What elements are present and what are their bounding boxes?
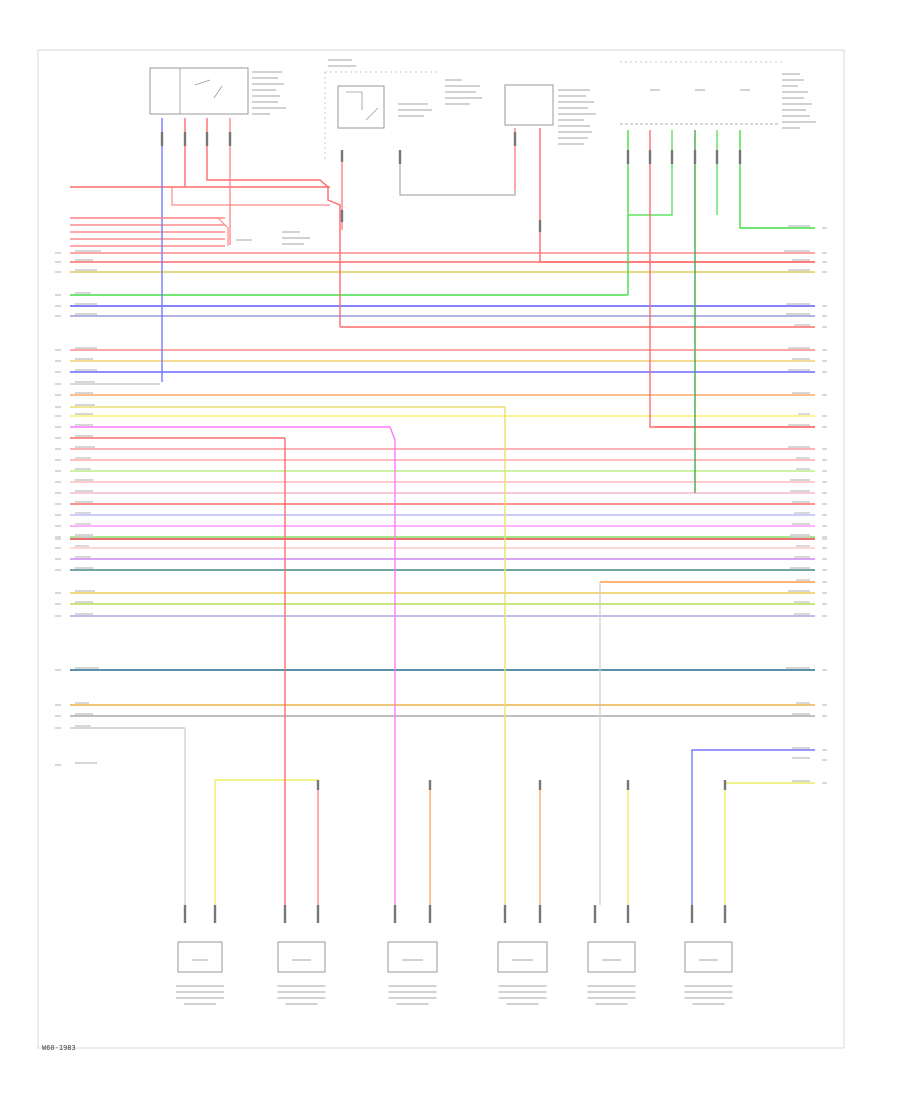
connector-pin xyxy=(428,905,432,923)
diagram-code: W60-1983 xyxy=(42,1044,76,1052)
wire xyxy=(70,217,229,246)
connector-pin xyxy=(693,150,697,164)
wire xyxy=(206,118,341,327)
wire xyxy=(739,130,815,229)
connector-pin xyxy=(183,132,187,146)
connector-pin xyxy=(503,905,507,923)
bottom-component-box xyxy=(497,941,548,973)
bottom-components xyxy=(176,941,733,1005)
wire xyxy=(649,130,815,428)
connector-pin xyxy=(626,150,630,164)
bottom-component-box xyxy=(587,941,636,973)
connector-pin xyxy=(593,905,597,923)
wire xyxy=(691,749,815,905)
left-labels xyxy=(55,250,101,766)
bottom-component-box xyxy=(684,941,733,973)
bottom-component-box xyxy=(387,941,438,973)
top-right-connector xyxy=(620,61,816,129)
connector-pin xyxy=(183,905,187,923)
connector-pin xyxy=(626,905,630,923)
connector-pin xyxy=(340,150,344,162)
relay-component xyxy=(324,59,438,160)
connector-markers xyxy=(160,132,742,923)
connector-pin xyxy=(513,132,517,146)
connector-pin xyxy=(428,780,432,790)
wire xyxy=(214,779,318,905)
connector-pin xyxy=(538,220,542,232)
connector-pin xyxy=(316,780,320,790)
connector-pin xyxy=(316,905,320,923)
wire xyxy=(389,426,396,905)
diagram-frame xyxy=(37,49,845,1049)
connector-pin xyxy=(670,150,674,164)
top-left-module xyxy=(149,67,286,115)
bottom-component-box xyxy=(177,941,223,973)
connector-pin xyxy=(283,905,287,923)
wire xyxy=(539,128,815,263)
connector-pin xyxy=(690,905,694,923)
center-top-component xyxy=(399,79,596,196)
connector-pin xyxy=(715,150,719,164)
connector-pin xyxy=(626,780,630,790)
splice-label xyxy=(236,231,310,245)
connector-pin xyxy=(398,150,402,164)
connector-pin xyxy=(738,150,742,164)
wire xyxy=(724,782,815,905)
connector-pin xyxy=(648,150,652,164)
connector-pin xyxy=(723,905,727,923)
connector-pin xyxy=(228,132,232,146)
connector-pin xyxy=(160,132,164,146)
connector-pin xyxy=(538,780,542,790)
bottom-component-box xyxy=(277,941,326,973)
connector-pin xyxy=(213,905,217,923)
wire-harness xyxy=(70,118,815,905)
connector-pin xyxy=(723,780,727,790)
connector-pin xyxy=(340,210,344,222)
connector-pin xyxy=(205,132,209,146)
right-labels xyxy=(784,225,827,784)
connector-pin xyxy=(393,905,397,923)
connector-pin xyxy=(538,905,542,923)
wire xyxy=(171,187,330,206)
